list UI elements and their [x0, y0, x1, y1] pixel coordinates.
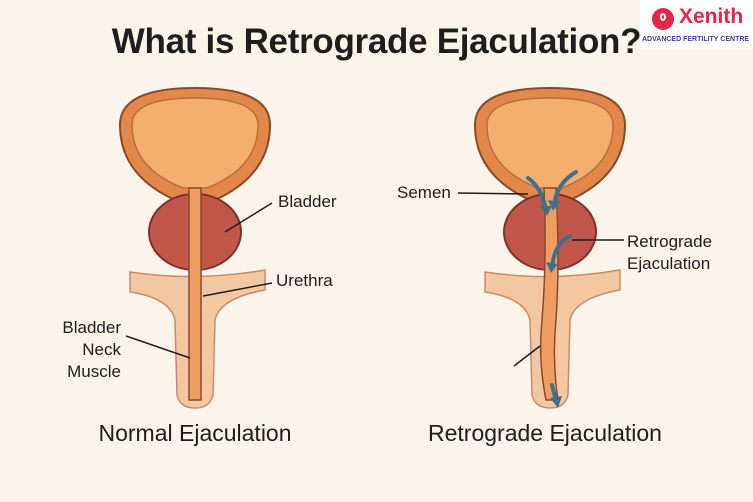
page-title: What is Retrograde Ejaculation?: [111, 22, 642, 61]
caption-retrograde: Retrograde Ejaculation: [428, 420, 662, 446]
logo-name: Xenith: [679, 5, 744, 28]
label-line: Retrograde: [627, 232, 713, 251]
xenith-logo: Xenith ADVANCED FERTILITY CENTRE: [640, 0, 753, 50]
label-semen: Semen: [397, 183, 451, 202]
label-line: Muscle: [67, 362, 121, 381]
label-bladder-neck-muscle: Bladder Neck Muscle: [62, 317, 121, 383]
label-bladder: Bladder: [278, 192, 337, 211]
normal-anatomy: [119, 87, 271, 409]
label-line: Neck: [82, 340, 121, 359]
logo-icon: [652, 8, 674, 30]
label-urethra: Urethra: [276, 271, 333, 290]
leader-lines: [125, 192, 624, 367]
label-line: Bladder: [62, 318, 121, 337]
caption-normal: Normal Ejaculation: [98, 420, 292, 446]
label-line: Ejaculation: [627, 254, 711, 273]
label-retrograde-ejaculation: Retrograde Ejaculation: [627, 231, 712, 275]
retrograde-anatomy: [474, 87, 626, 409]
logo-tagline: ADVANCED FERTILITY CENTRE: [642, 36, 750, 43]
